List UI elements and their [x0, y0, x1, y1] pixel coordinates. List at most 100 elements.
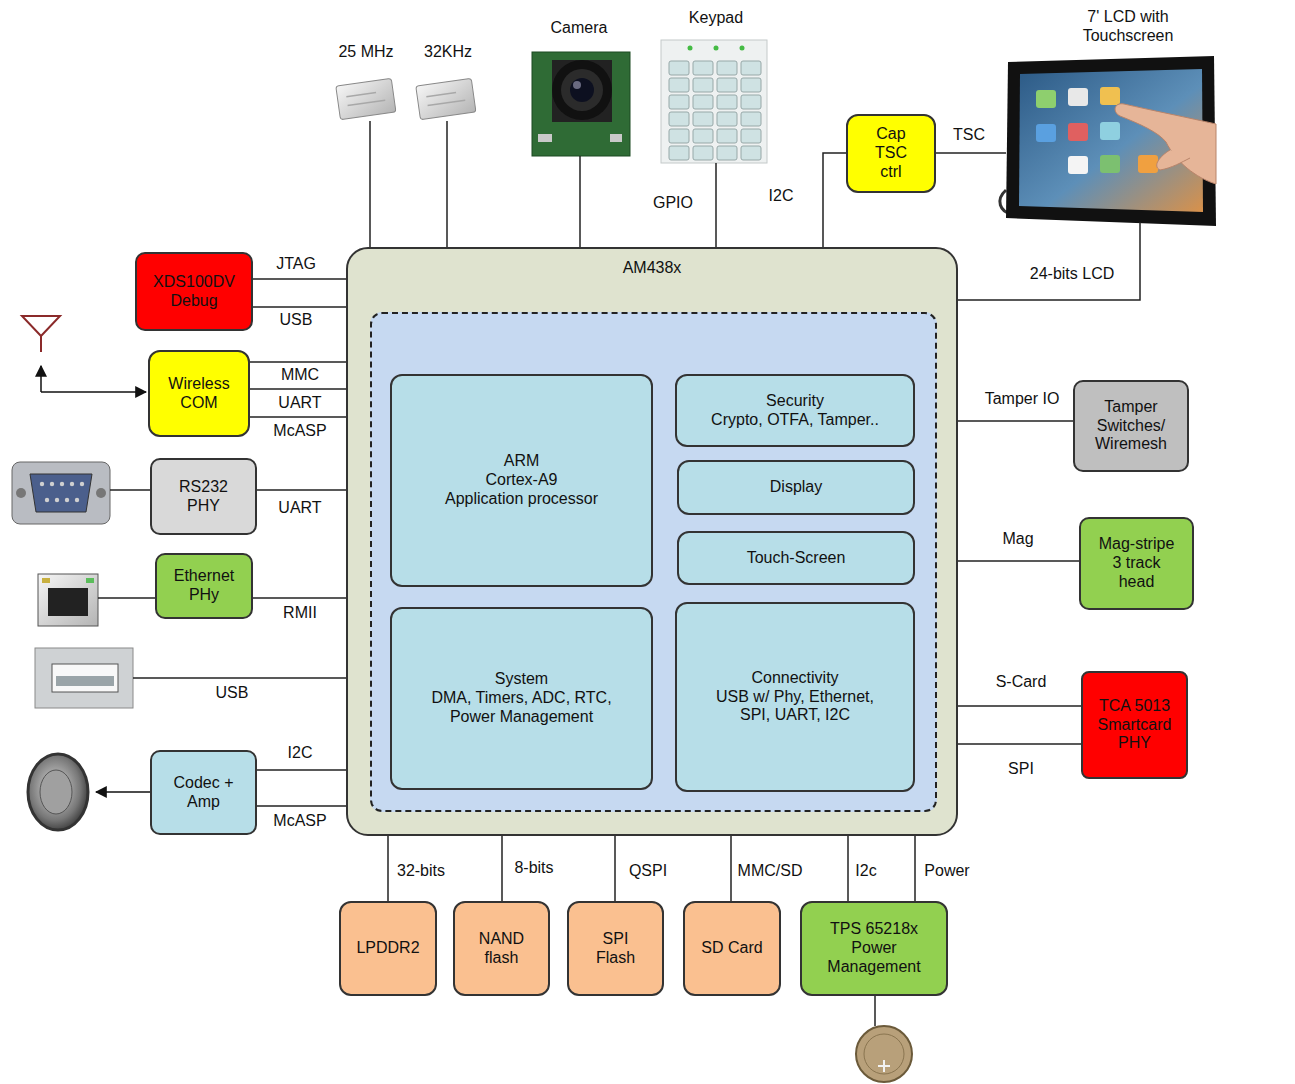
signal-name: S-Card — [996, 673, 1047, 692]
coin-battery — [856, 996, 912, 1082]
memory-box: LPDDR2 — [339, 901, 437, 996]
node-text: System — [495, 670, 548, 689]
signal-name: UART — [278, 394, 321, 413]
frequency-label: 25 MHz — [338, 43, 393, 62]
signal-name: TSC — [953, 126, 985, 145]
node-text: ARM — [504, 452, 540, 471]
node-text: Cortex-A9 — [485, 471, 557, 490]
smartcard-box: TCA 5013 Smartcard PHY — [1081, 671, 1188, 779]
signal-wire — [257, 769, 346, 771]
signal-name: I2C — [288, 744, 313, 763]
usb-port — [35, 648, 346, 708]
signal-name: 24-bits LCD — [1030, 265, 1114, 284]
function-block: ARMCortex-A9Application processor — [390, 374, 653, 587]
signal-wire — [257, 489, 346, 491]
signal-wire — [958, 743, 1081, 745]
antenna-symbol — [22, 316, 146, 392]
crystal-25mhz — [336, 78, 396, 247]
signal-wire — [387, 836, 389, 901]
speaker-symbol — [28, 754, 150, 830]
signal-wire — [614, 836, 616, 901]
signal-wire — [914, 836, 916, 901]
function-block: Touch-Screen — [677, 531, 915, 585]
node-text: Ethernet PHy — [164, 567, 244, 605]
signal-wire — [257, 805, 346, 807]
memory-box: NAND flash — [453, 901, 550, 996]
debug-box: XDS100DV Debug — [135, 252, 253, 331]
signal-name: MMC — [281, 366, 319, 385]
signal-name: 32-bits — [397, 862, 445, 881]
signal-name: 8-bits — [514, 859, 553, 878]
wireless-box: Wireless COM — [148, 350, 250, 437]
signal-name: SPI — [1008, 760, 1034, 779]
phy-box: Ethernet PHy — [155, 553, 253, 619]
signal-wire — [958, 560, 1079, 562]
signal-wire — [250, 416, 346, 418]
memory-box: SPI Flash — [567, 901, 664, 996]
signal-name: McASP — [273, 812, 326, 831]
signal-name: GPIO — [653, 194, 693, 213]
soc-block: AM438xARMCortex-A9Application processorS… — [346, 247, 958, 836]
node-text: Tamper Switches/ Wiremesh — [1091, 398, 1171, 455]
node-text: TPS 65218x Power Management — [824, 920, 924, 977]
node-text: SPI Flash — [591, 930, 641, 968]
node-text: LPDDR2 — [356, 939, 419, 958]
signal-name: McASP — [273, 422, 326, 441]
node-text: NAND flash — [472, 930, 532, 968]
signal-wire — [823, 153, 846, 247]
signal-wire — [253, 306, 346, 308]
phy-box: RS232 PHY — [150, 458, 257, 535]
signal-name: UART — [278, 499, 321, 518]
picture-caption: Keypad — [689, 9, 743, 28]
rj45-jack — [38, 574, 155, 626]
signal-wire — [847, 836, 849, 901]
lcd-touchscreen-picture — [936, 56, 1216, 300]
keypad-picture — [661, 40, 767, 247]
signal-name: Power — [924, 862, 969, 881]
signal-name: USB — [280, 311, 313, 330]
crystal-32khz — [416, 78, 476, 247]
signal-name: QSPI — [629, 862, 667, 881]
memory-box: SD Card — [683, 901, 781, 996]
node-text: Cap TSC ctrl — [871, 125, 911, 182]
signal-name: JTAG — [276, 255, 316, 274]
magstripe-box: Mag-stripe 3 track head — [1079, 517, 1194, 610]
signal-wire — [250, 361, 346, 363]
node-text: TCA 5013 Smartcard PHY — [1095, 697, 1175, 754]
node-text: Application processor — [445, 490, 598, 509]
signal-wire — [253, 278, 346, 280]
signal-wire — [958, 705, 1081, 707]
signal-wire — [250, 388, 346, 390]
db9-connector — [12, 462, 150, 524]
signal-name: MMC/SD — [738, 862, 803, 881]
block-title: AM438x — [348, 259, 956, 278]
node-text: Display — [770, 478, 822, 497]
signal-name: Tamper IO — [985, 390, 1060, 409]
node-text: Crypto, OTFA, Tamper.. — [711, 411, 879, 430]
node-text: Security — [766, 392, 824, 411]
node-text: RS232 PHY — [166, 478, 241, 516]
function-block: SystemDMA, Timers, ADC, RTC, Power Manag… — [390, 607, 653, 790]
node-text: DMA, Timers, ADC, RTC, Power Management — [422, 689, 622, 727]
node-text: Mag-stripe 3 track head — [1094, 535, 1179, 592]
power-box: TPS 65218x Power Management — [800, 901, 948, 996]
function-block: Display — [677, 460, 915, 515]
frequency-label: 32KHz — [424, 43, 472, 62]
signal-name: I2c — [855, 862, 876, 881]
node-text: Touch-Screen — [747, 549, 846, 568]
function-block: ConnectivityUSB w/ Phy, Ethernet, SPI, U… — [675, 602, 915, 792]
tamper-box: Tamper Switches/ Wiremesh — [1073, 380, 1189, 472]
camera-module — [532, 52, 630, 247]
node-text: Connectivity — [751, 669, 838, 688]
signal-name: Mag — [1002, 530, 1033, 549]
signal-name: I2C — [769, 187, 794, 206]
signal-wire — [730, 836, 732, 901]
signal-wire — [501, 836, 503, 901]
codec-box: Codec + Amp — [150, 750, 257, 835]
picture-caption: Camera — [551, 19, 608, 38]
picture-caption: 7' LCD with Touchscreen — [1073, 8, 1183, 46]
function-block: SecurityCrypto, OTFA, Tamper.. — [675, 374, 915, 447]
signal-wire — [253, 597, 346, 599]
node-text: Codec + Amp — [164, 774, 244, 812]
